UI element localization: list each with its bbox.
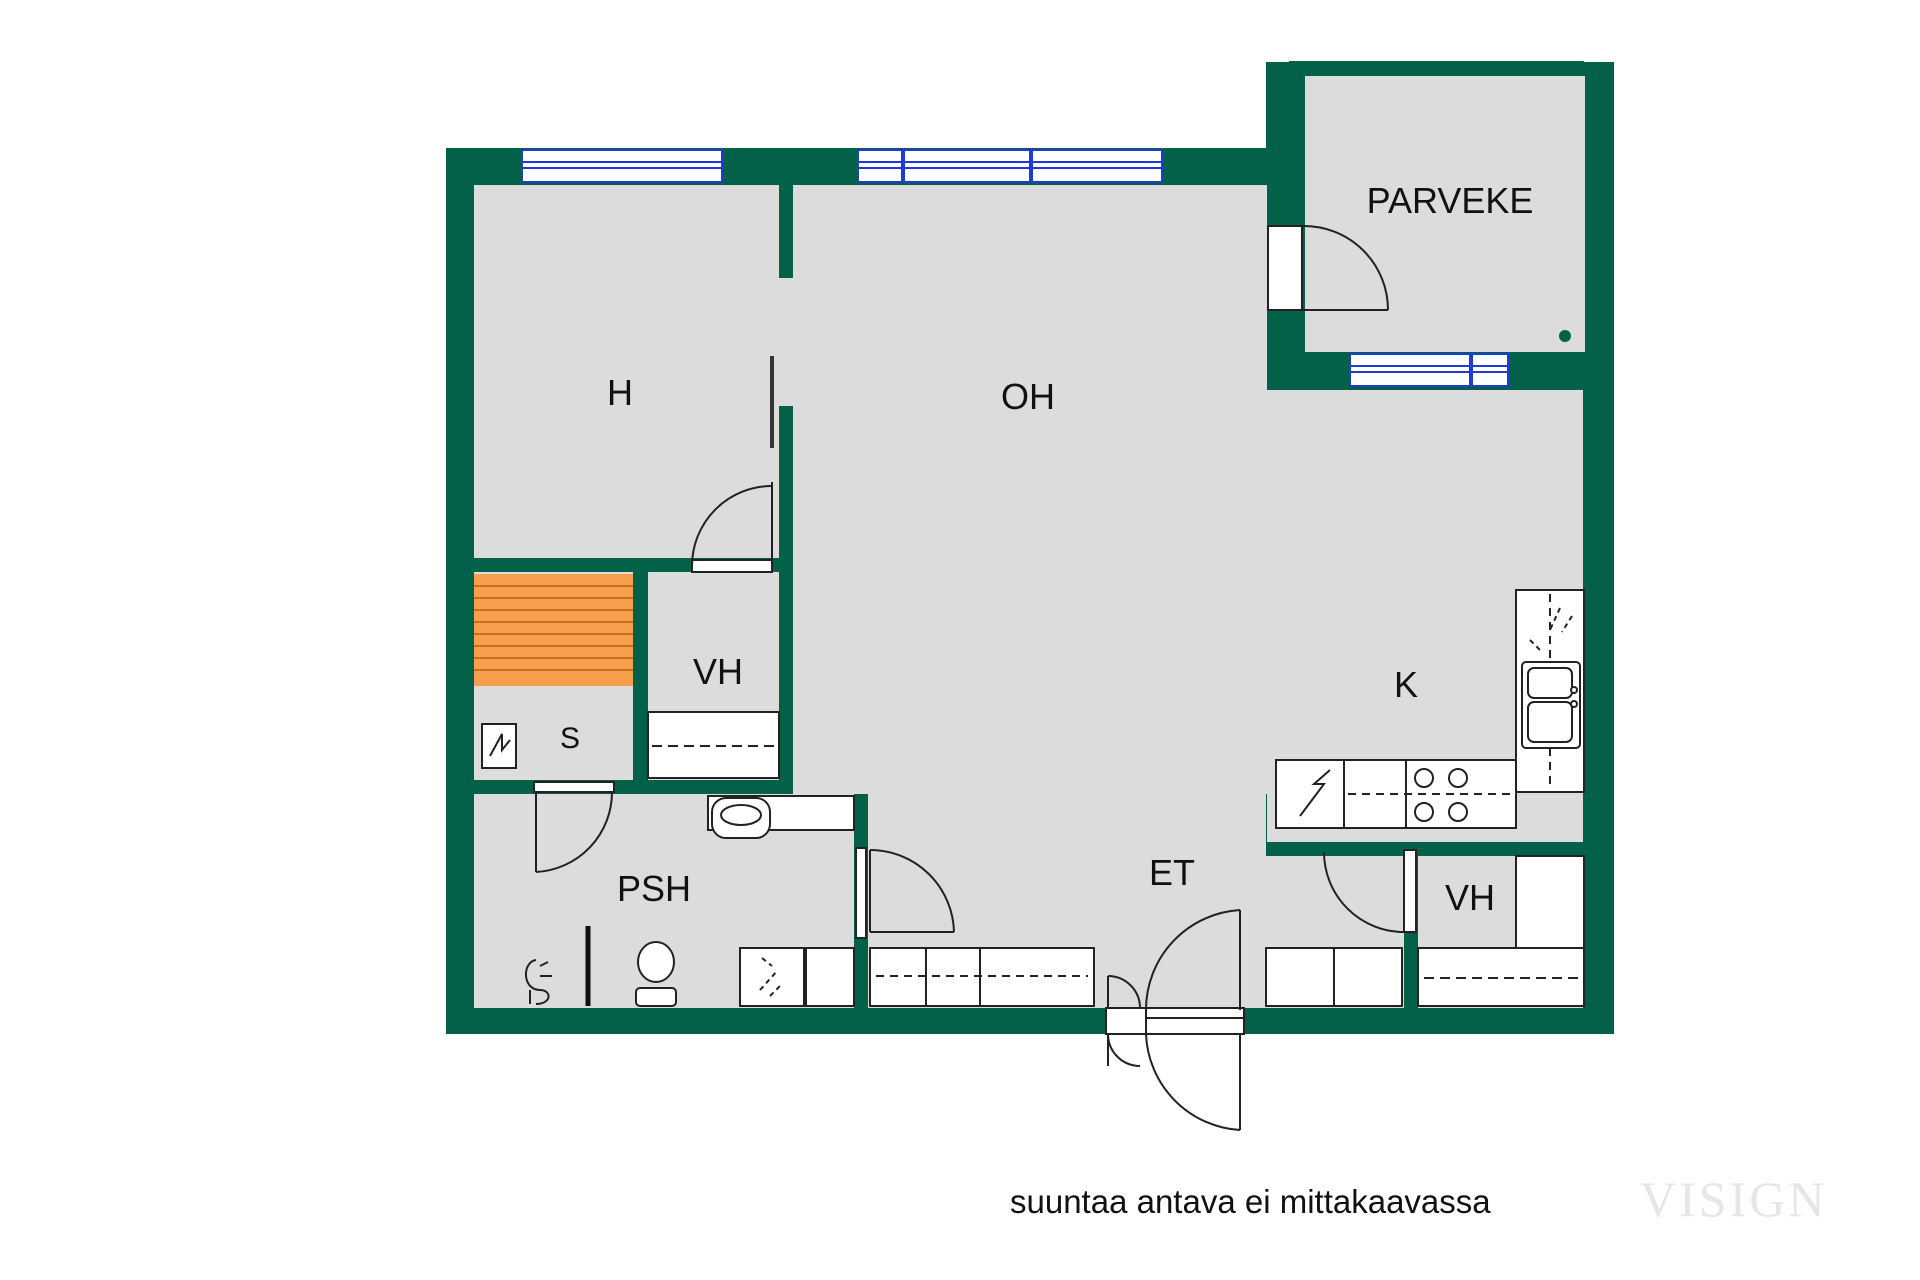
room-label-vh-left: VH xyxy=(693,651,743,692)
room-label-et: ET xyxy=(1149,852,1195,893)
hall-cabinets-right xyxy=(1265,947,1403,1007)
balcony-door xyxy=(1267,224,1389,311)
brand-watermark: VISIGN xyxy=(1640,1171,1828,1227)
window-balcony-2 xyxy=(1471,353,1509,387)
doorway-bedroom-living xyxy=(779,278,793,406)
kitchen-sink-icon xyxy=(1521,661,1581,749)
doorway-hall-living xyxy=(1093,780,1267,794)
closet-shelf-right xyxy=(1417,855,1585,1007)
shower-icon xyxy=(525,959,552,1005)
room-label-oh: OH xyxy=(1001,376,1055,417)
room-label-vh-right: VH xyxy=(1445,877,1495,918)
hall-cabinets-left xyxy=(869,947,1095,1007)
room-label-k: K xyxy=(1394,664,1418,705)
room-label-h: H xyxy=(607,372,633,413)
floor-balcony xyxy=(1305,76,1585,352)
balcony-frame xyxy=(1289,61,1584,150)
sauna-door xyxy=(533,781,615,873)
window-bedroom xyxy=(521,149,723,183)
windows xyxy=(521,149,1509,387)
window-living-2 xyxy=(903,149,1031,183)
stove-icon xyxy=(1414,768,1468,822)
closet-door-left xyxy=(691,482,773,573)
floor-hall-west xyxy=(793,780,1093,794)
bathroom-door xyxy=(855,847,955,939)
washing-machine xyxy=(739,947,855,1007)
toilet-icon xyxy=(635,941,677,1007)
room-label-psh: PSH xyxy=(617,868,691,909)
floor-living xyxy=(793,185,1267,780)
bathroom-sink xyxy=(707,795,855,839)
sauna-bench xyxy=(474,574,633,686)
disclaimer-note: suuntaa antava ei mittakaavassa xyxy=(1010,1183,1491,1220)
sauna-stove-icon xyxy=(481,723,517,769)
window-living-1 xyxy=(857,149,903,183)
floor-gap-kitchen xyxy=(1267,390,1283,580)
closet-door-right xyxy=(1323,849,1417,933)
kitchen-counter xyxy=(1275,759,1517,829)
window-living-3 xyxy=(1031,149,1163,183)
room-label-parveke: PARVEKE xyxy=(1367,180,1534,221)
balcony-drain-icon xyxy=(1559,330,1571,342)
doorway-kitchen-living xyxy=(1267,580,1277,842)
closet-shelf-left xyxy=(647,711,780,779)
floor-bedroom xyxy=(474,185,779,558)
entrance-door xyxy=(1105,909,1245,1131)
room-label-s: S xyxy=(560,722,580,755)
window-balcony-1 xyxy=(1349,353,1471,387)
